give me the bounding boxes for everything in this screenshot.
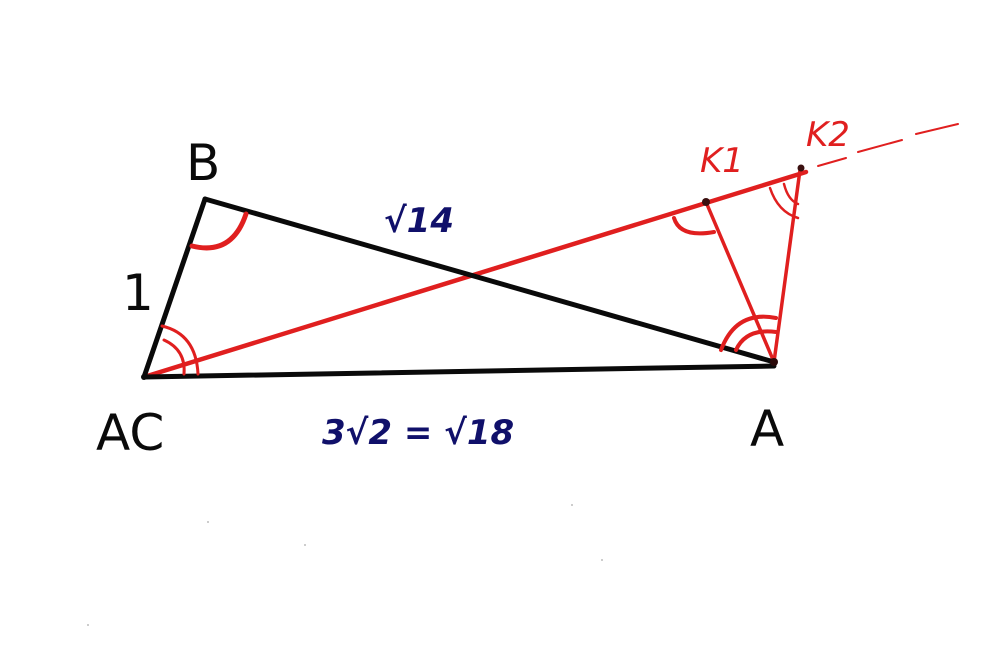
segment-a-k1 (704, 200, 776, 364)
angle-mark-ac-outer (160, 324, 200, 376)
point-k2 (797, 164, 805, 172)
label-a: A (750, 400, 784, 458)
segment-a-k2 (772, 168, 802, 364)
angle-mark-a-outer (719, 314, 778, 352)
side-b-a (202, 196, 777, 365)
label-k2: K2 (806, 115, 850, 155)
line-extension-dash-3 (915, 123, 959, 135)
point-k1 (702, 198, 710, 206)
label-k1: K1 (700, 141, 744, 181)
angle-mark-k2-outer (768, 186, 800, 220)
angle-mark-a-inner (734, 329, 778, 352)
label-side-b-a: √14 (384, 201, 454, 241)
label-ac: AC (96, 404, 164, 462)
line-extension-dash-1 (817, 157, 847, 167)
points (141, 164, 805, 380)
side-ac-b (141, 196, 208, 380)
triangle (141, 196, 777, 380)
paper-specks (87, 504, 603, 626)
point-a (770, 358, 778, 366)
angle-mark-b (189, 211, 249, 251)
label-side-ac-a: 3√2 = √18 (322, 413, 514, 453)
point-ac (141, 374, 147, 380)
angle-mark-ac-inner (162, 338, 186, 376)
line-extension-dash-2 (857, 139, 903, 153)
angle-marks (160, 182, 800, 376)
angle-mark-k2-inner (782, 182, 800, 206)
side-ac-a (141, 363, 777, 380)
angle-mark-k1 (672, 216, 716, 236)
label-side-ac-b: 1 (122, 264, 154, 322)
label-b: B (186, 134, 220, 192)
construction-lines (141, 123, 959, 380)
